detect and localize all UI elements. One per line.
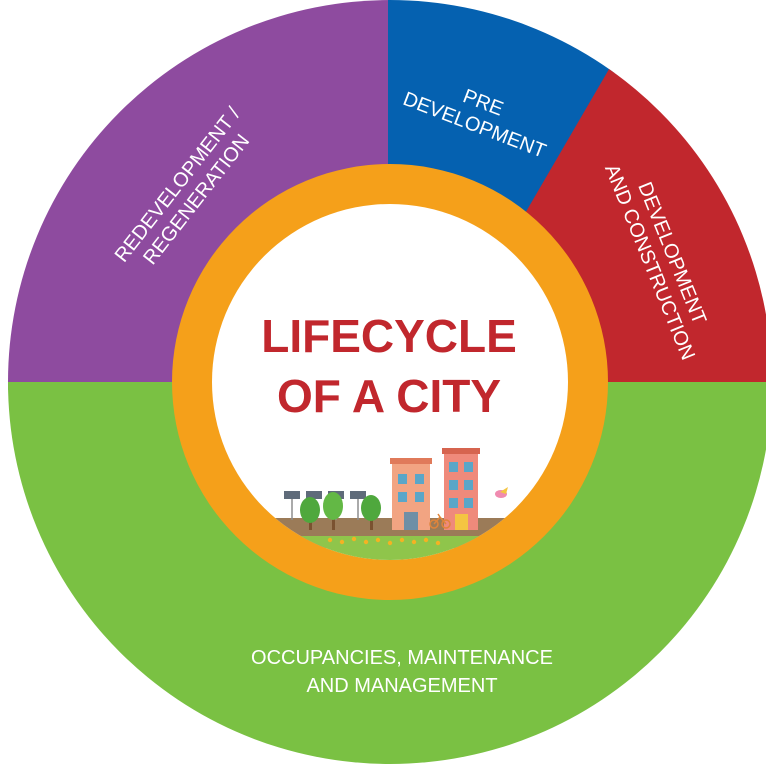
- occupancies-line2: AND MANAGEMENT: [306, 675, 497, 697]
- bicycle-icon: [429, 513, 451, 529]
- title-line2: OF A CITY: [277, 370, 501, 422]
- label-occupancies: OCCUPANCIES, MAINTENANCE AND MANAGEMENT: [251, 647, 553, 697]
- building-icon: [442, 448, 480, 530]
- occupancies-line1: OCCUPANCIES, MAINTENANCE: [251, 647, 553, 669]
- bird-icon: [495, 487, 508, 498]
- segment-pre-development: [388, 0, 620, 225]
- center-title: LIFECYCLE OF A CITY: [261, 310, 517, 422]
- tree-icon: [300, 492, 381, 530]
- title-line1: LIFECYCLE: [261, 310, 517, 362]
- building-icon: [390, 458, 432, 530]
- center-disc: [212, 204, 568, 560]
